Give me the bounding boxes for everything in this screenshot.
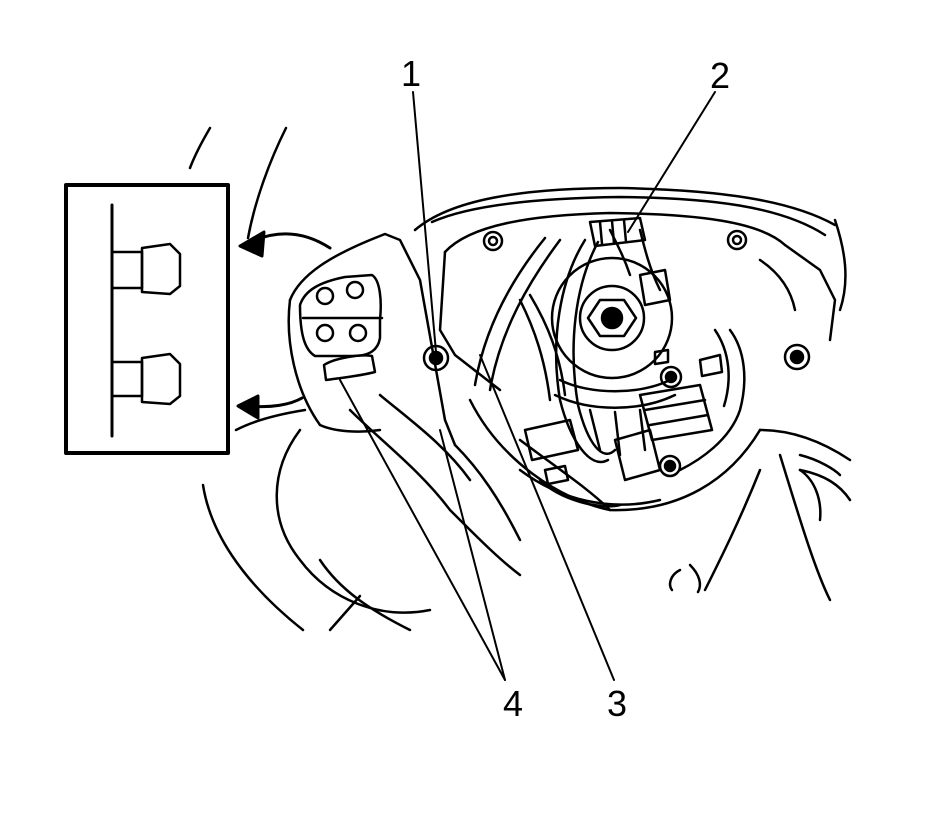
left-spoke [275, 232, 522, 614]
callout-3: 3 [607, 683, 628, 724]
detail-arrows [236, 230, 332, 420]
right-rim [668, 258, 842, 594]
detail-inset [64, 183, 230, 455]
hub-housing [413, 186, 852, 602]
center-hub [550, 256, 677, 457]
switch-panel [298, 273, 384, 382]
connectors [523, 216, 724, 486]
callout-1: 1 [401, 53, 422, 94]
callout-4: 4 [503, 683, 524, 724]
callout-2: 2 [710, 55, 731, 96]
leader-lines [339, 91, 716, 681]
wheel-rim-arcs [188, 126, 412, 632]
wire-harness [473, 228, 746, 512]
